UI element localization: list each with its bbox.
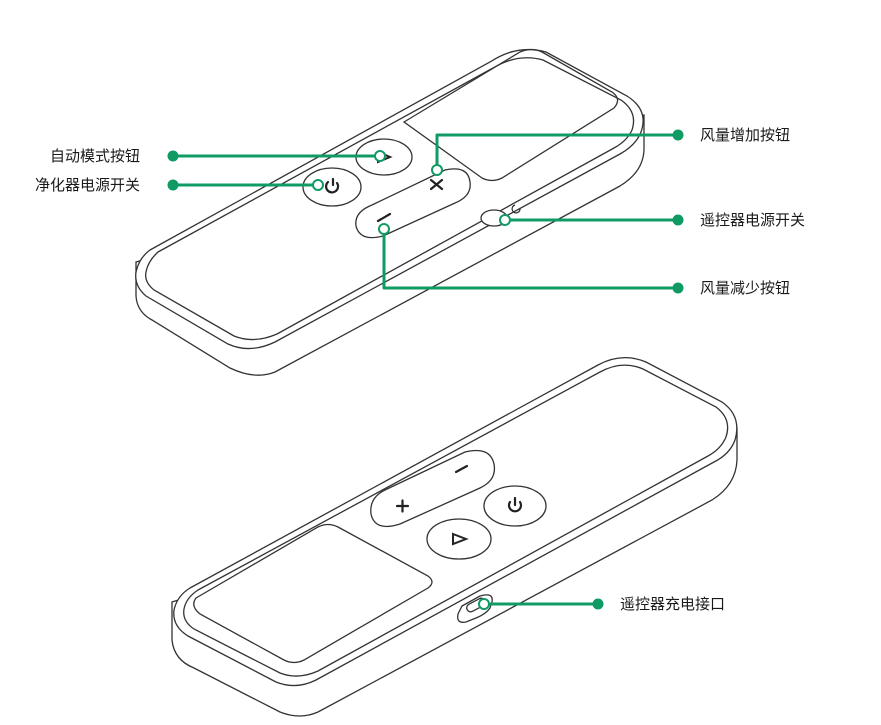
purifier-power-button[interactable]	[302, 167, 362, 207]
play-icon	[452, 532, 469, 546]
remote-top	[135, 48, 645, 376]
label-remote-power-switch: 遥控器电源开关	[700, 211, 806, 229]
label-fan-down-button: 风量减少按钮	[700, 279, 791, 297]
label-fan-up-button: 风量增加按钮	[700, 126, 791, 144]
remote-bottom-rim	[183, 364, 729, 677]
top-callout-leaders	[167, 129, 684, 294]
power-icon	[507, 500, 523, 513]
remote-top-rim	[145, 57, 635, 341]
switch-icon	[511, 204, 521, 214]
label-purifier-power-switch: 净化器电源开关	[35, 176, 141, 194]
power-icon	[325, 180, 340, 194]
remote-bottom	[171, 357, 738, 717]
auto-mode-button-bottom[interactable]	[426, 518, 492, 560]
plus-icon	[429, 178, 444, 191]
remote-top-screen	[402, 48, 619, 182]
label-charging-port: 遥控器充电接口	[620, 595, 726, 613]
bottom-callout-leader	[478, 598, 604, 610]
fan-control-pill[interactable]	[355, 168, 471, 239]
minus-icon	[454, 464, 469, 474]
remote-bottom-screen	[193, 523, 433, 664]
label-auto-mode-button: 自动模式按钮	[50, 147, 141, 165]
minus-icon	[376, 212, 392, 223]
plus-icon	[395, 499, 410, 513]
